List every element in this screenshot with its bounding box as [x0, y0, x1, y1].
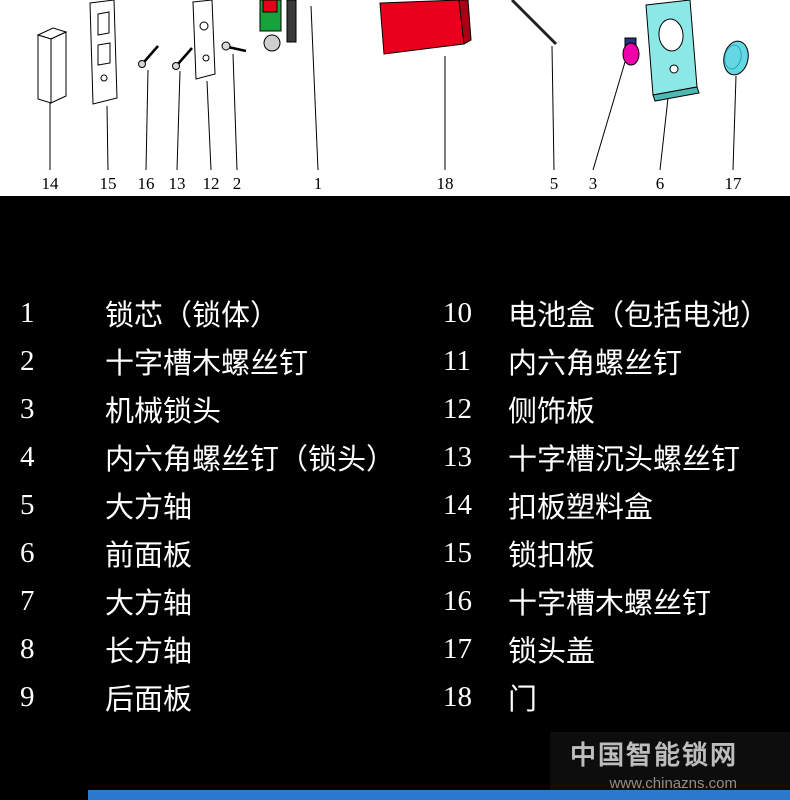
wood-screw-part	[138, 45, 159, 68]
part-number: 14	[443, 488, 472, 521]
front-panel-part	[645, 0, 700, 102]
part-number: 12	[443, 392, 472, 425]
parts-list-item: 12 侧饰板	[443, 385, 769, 433]
lock-head-cover-part	[723, 40, 749, 76]
diagram-label: 13	[169, 174, 186, 193]
part-name: 锁头盖	[508, 636, 596, 668]
exploded-view-section: 14 15 16 13 12 2 1 18 5 3 6 17	[0, 0, 790, 196]
door-slab-part	[379, 0, 472, 55]
countersunk-screw-part	[172, 47, 193, 70]
part-number: 6	[20, 536, 35, 569]
parts-list-item: 2 十字槽木螺丝钉	[20, 337, 395, 385]
parts-list-item: 3 机械锁头	[20, 385, 395, 433]
diagram-label: 14	[42, 174, 60, 193]
part-name: 十字槽木螺丝钉	[508, 588, 712, 620]
watermark-url: www.chinazns.com	[609, 775, 737, 792]
part-name: 机械锁头	[105, 396, 222, 428]
parts-list-item: 14 扣板塑料盒	[443, 481, 769, 529]
diagram-labels: 14 15 16 13 12 2 1 18 5 3 6 17	[42, 174, 743, 193]
diagram-label: 1	[314, 174, 323, 193]
diagram-label: 2	[233, 174, 242, 193]
square-shaft-part	[510, 0, 558, 46]
part-number: 2	[20, 344, 35, 377]
part-number: 17	[443, 632, 472, 665]
part-number: 7	[20, 584, 35, 617]
parts-list-item: 10 电池盒（包括电池）	[443, 289, 769, 337]
part-number: 9	[20, 680, 35, 713]
part-name: 大方轴	[105, 588, 193, 620]
part-number: 5	[20, 488, 35, 521]
parts-list-item: 9 后面板	[20, 673, 395, 721]
parts-list-item: 6 前面板	[20, 529, 395, 577]
part-name: 大方轴	[105, 492, 193, 524]
diagram-label: 15	[100, 174, 117, 193]
parts-list-item: 1 锁芯（锁体）	[20, 289, 395, 337]
part-number: 15	[443, 536, 472, 569]
part-name: 十字槽沉头螺丝钉	[508, 444, 741, 476]
strike-plastic-box-part	[36, 27, 68, 104]
parts-list-item: 18 门	[443, 673, 769, 721]
parts-list-item: 5 大方轴	[20, 481, 395, 529]
part-name: 长方轴	[105, 636, 193, 668]
parts-list-item: 7 大方轴	[20, 577, 395, 625]
part-number: 13	[443, 440, 472, 473]
lock-body-part	[259, 0, 297, 52]
part-name: 锁芯（锁体）	[105, 300, 280, 332]
parts-list-item: 11 内六角螺丝钉	[443, 337, 769, 385]
part-name: 扣板塑料盒	[508, 492, 654, 524]
part-name: 门	[508, 684, 538, 716]
diagram-label: 6	[656, 174, 665, 193]
parts-list-item: 4 内六角螺丝钉（锁头）	[20, 433, 395, 481]
part-name: 内六角螺丝钉（锁头）	[105, 444, 396, 476]
part-number: 16	[443, 584, 472, 617]
part-name: 十字槽木螺丝钉	[105, 348, 309, 380]
part-number: 4	[20, 440, 35, 473]
part-name: 内六角螺丝钉	[508, 348, 683, 380]
parts-list-item: 13 十字槽沉头螺丝钉	[443, 433, 769, 481]
part-name: 后面板	[105, 684, 193, 716]
side-trim-plate-part	[192, 0, 216, 80]
diagram-label: 17	[725, 174, 743, 193]
part-name: 前面板	[105, 540, 193, 572]
watermark-title: 中国智能锁网	[569, 740, 738, 770]
part-name: 侧饰板	[508, 396, 596, 428]
diagram-label: 3	[589, 174, 598, 193]
parts-list-item: 15 锁扣板	[443, 529, 769, 577]
part-name: 电池盒（包括电池）	[508, 300, 770, 332]
footer-blue-bar	[88, 790, 790, 800]
part-number: 11	[443, 344, 471, 377]
parts-list-item: 16 十字槽木螺丝钉	[443, 577, 769, 625]
part-number: 1	[20, 296, 35, 329]
wood-screw2-part	[221, 41, 247, 53]
diagram-label: 5	[550, 174, 559, 193]
parts-list-item: 17 锁头盖	[443, 625, 769, 673]
part-number: 10	[443, 296, 472, 329]
diagram-label: 12	[203, 174, 220, 193]
part-number: 3	[20, 392, 35, 425]
diagram-label: 18	[437, 174, 454, 193]
part-number: 18	[443, 680, 472, 713]
part-number: 8	[20, 632, 35, 665]
leader-lines	[49, 5, 737, 171]
mechanical-lock-head-part	[622, 37, 640, 66]
strike-plate-part	[89, 0, 118, 105]
watermark-plate	[550, 732, 790, 800]
part-name: 锁扣板	[508, 540, 596, 572]
parts-list-right: 10 电池盒（包括电池） 11 内六角螺丝钉 12 侧饰板 13 十字槽沉头螺丝钉 14…	[443, 289, 769, 721]
exploded-diagram: 14 15 16 13 12 2 1 18 5 3 6 17	[36, 0, 749, 193]
diagram-label: 16	[138, 174, 155, 193]
parts-list-item: 8 长方轴	[20, 625, 395, 673]
